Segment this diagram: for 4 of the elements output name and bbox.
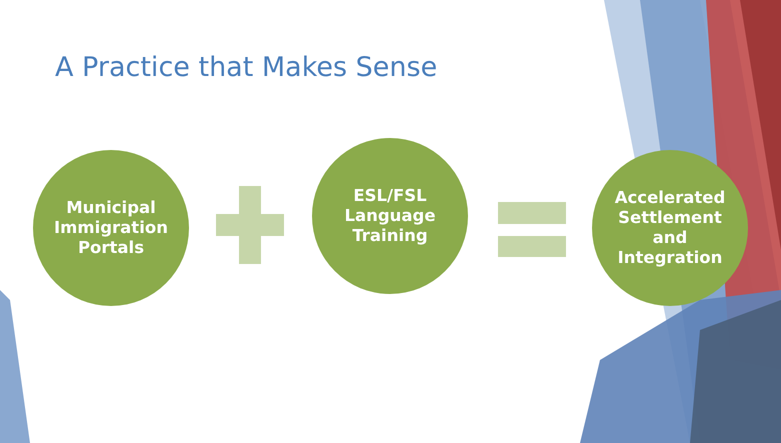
node-text: ESL/FSL Language Training [343, 186, 437, 246]
node-text: Municipal Immigration Portals [53, 198, 169, 258]
node-text: Accelerated Settlement and Integration [614, 188, 726, 268]
slide-title: A Practice that Makes Sense [55, 52, 438, 83]
